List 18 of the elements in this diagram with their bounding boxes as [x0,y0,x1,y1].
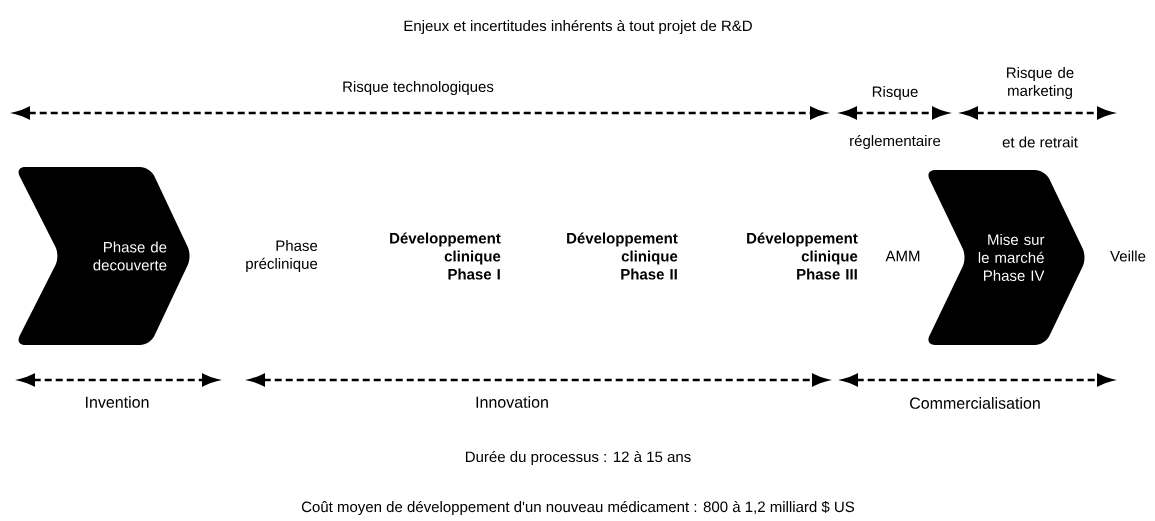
chevron: Mise sur le marché Phase IV [928,170,1085,345]
chevron: Phase de decouverte [18,167,190,345]
phase-label: Développement clinique Phase III [747,232,858,280]
span-label: et de retrait [1002,136,1078,148]
title: Enjeux et incertitudes inhérents à tout projet de R&D [404,19,752,35]
phase-label: Veille [1110,250,1146,262]
phase-label: Développement clinique Phase II [567,232,678,280]
span-label: réglementaire [850,134,941,150]
span-label: Commercialisation [910,397,1040,409]
span-label: Risque technologiques [343,81,494,95]
span-label: Risque de marketing [1007,67,1074,99]
span-label: Innovation [476,396,548,408]
phase-label: Développement clinique Phase I [390,232,501,280]
span-label: Risque [872,86,918,100]
note: Coût moyen de développement d'un nouveau médicament : 800 à 1,2 milliard $ US [301,500,855,516]
note: Durée du processus : 12 à 15 ans [465,450,691,466]
phase-label: Phase préclinique [246,240,318,272]
span-label: Invention [86,396,149,408]
